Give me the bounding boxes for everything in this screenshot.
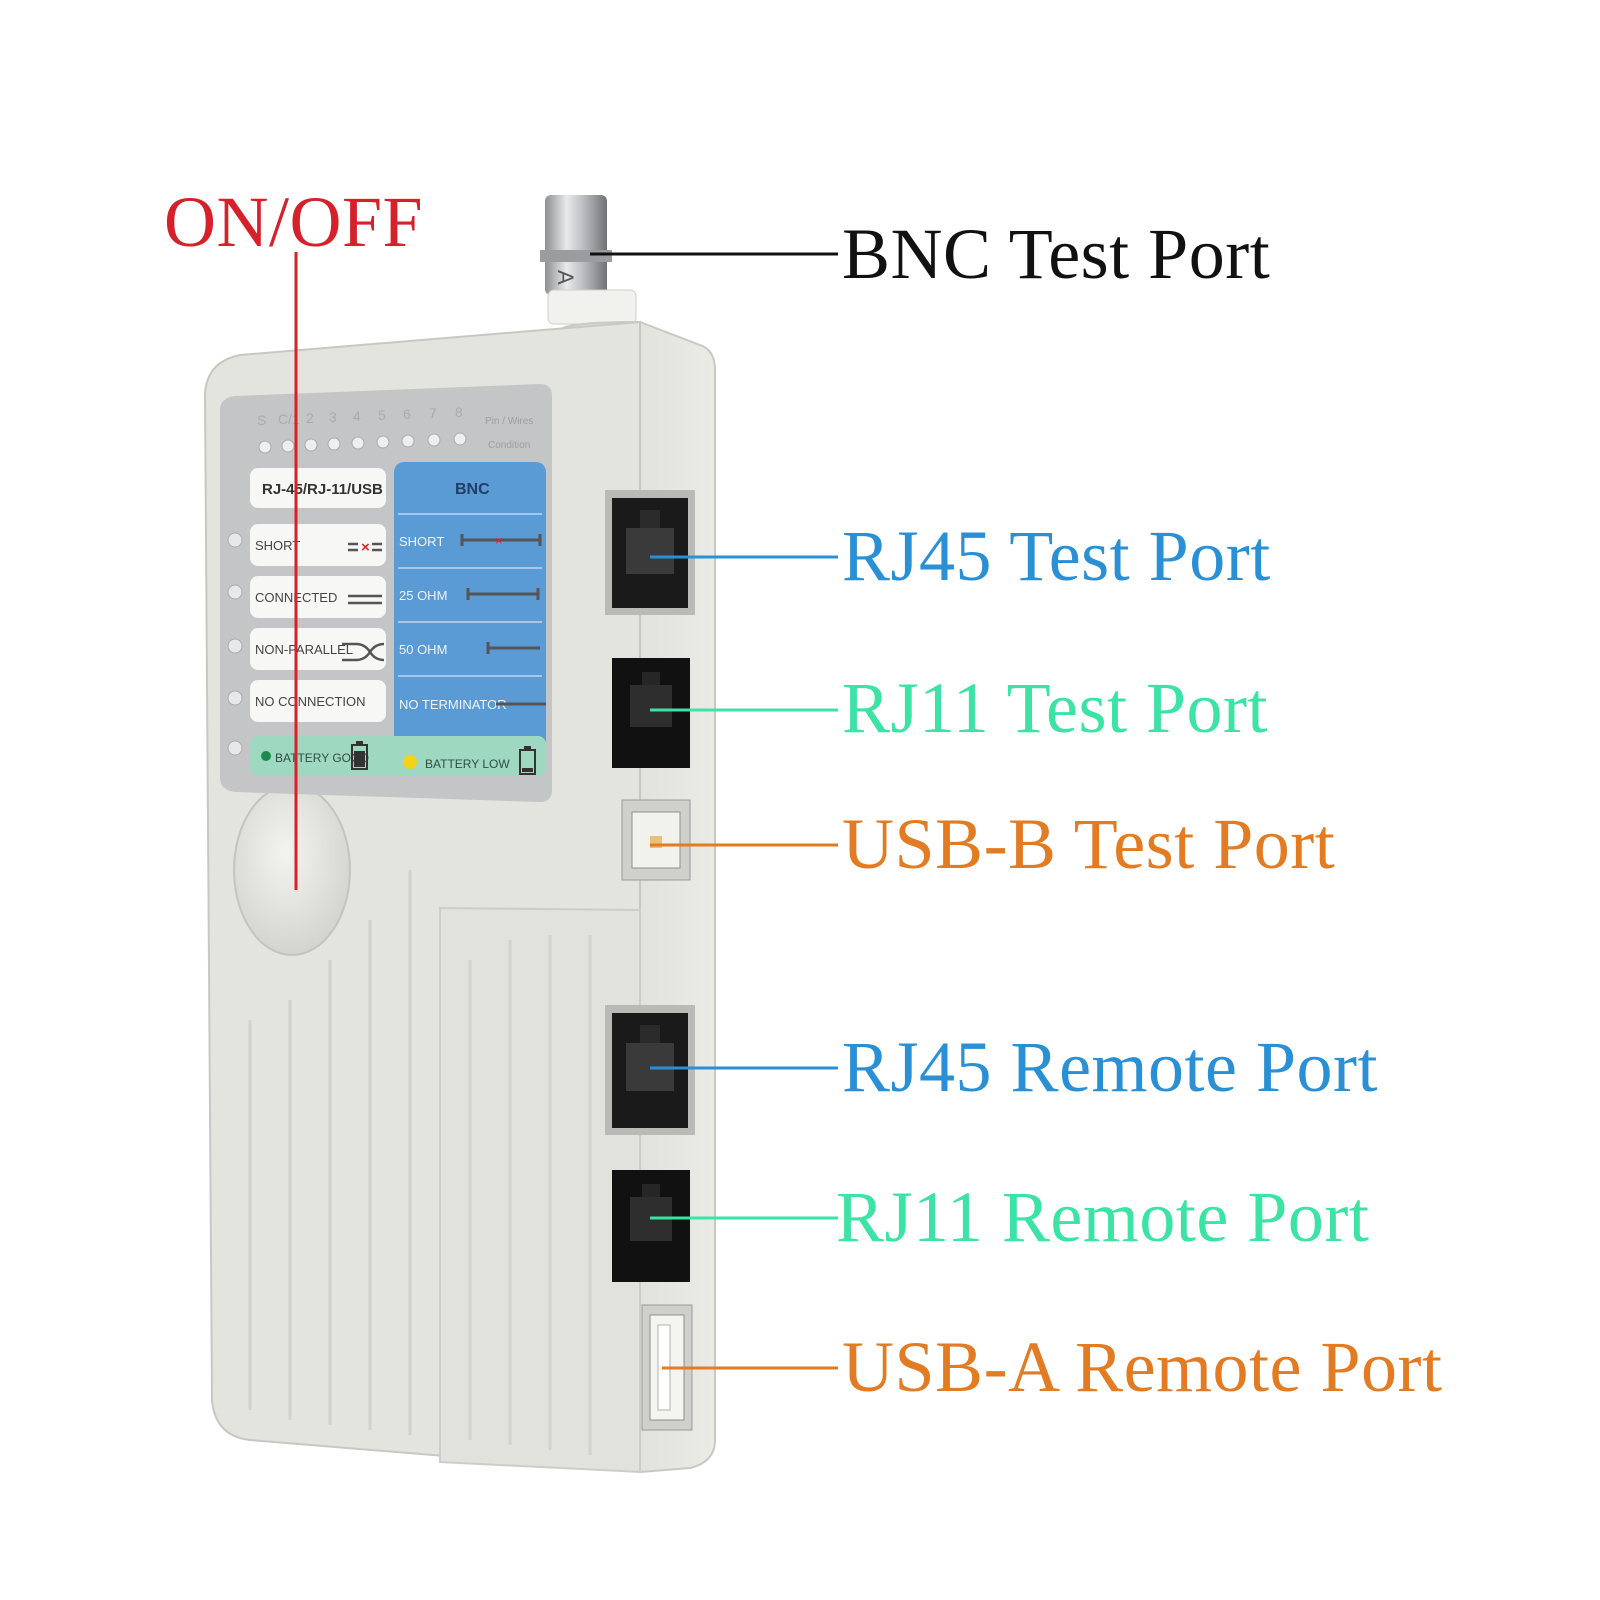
pin-caption: Pin / Wires [485, 416, 533, 427]
rj45-remote-port-label: RJ45 Remote Port [842, 1027, 1379, 1107]
svg-text:×: × [361, 539, 370, 556]
power-button-icon[interactable] [233, 784, 351, 956]
battery-good-label: BATTERY GOOD [275, 751, 369, 765]
pin-label: 6 [403, 406, 411, 422]
pin-label: S [257, 412, 266, 428]
rj11-remote-port-label: RJ11 Remote Port [836, 1177, 1370, 1257]
on-off-label: ON/OFF [164, 182, 424, 262]
pin-caption: Condition [488, 440, 530, 451]
right-row-label: 50 OHM [399, 642, 447, 657]
rj45-jack-icon[interactable] [605, 1005, 695, 1135]
pin-label: 5 [378, 407, 386, 423]
rj11-jack-icon[interactable] [612, 1170, 690, 1282]
rj45-jack-icon[interactable] [605, 490, 695, 615]
pin-label: 8 [455, 404, 463, 420]
rj11-test-port-label: RJ11 Test Port [842, 668, 1269, 748]
right-header: BNC [455, 481, 490, 498]
svg-text:A: A [553, 270, 578, 285]
usb-b-test-port-label: USB-B Test Port [842, 804, 1336, 884]
pin-label: 2 [306, 410, 314, 426]
bnc-connector-icon[interactable]: A [540, 195, 637, 325]
bnc-panel [394, 462, 546, 750]
pin-leds [258, 432, 467, 454]
pin-label: 4 [353, 408, 361, 424]
usb-a-remote-port-label: USB-A Remote Port [842, 1327, 1443, 1407]
left-row-label: SHORT [255, 538, 300, 553]
battery-bar [250, 736, 546, 776]
left-row-label: NON-PARALLEL [255, 642, 353, 657]
right-row-label: NO TERMINATOR [399, 697, 507, 712]
left-row-label: NO CONNECTION [255, 694, 366, 709]
pin-label: 3 [329, 409, 337, 425]
svg-text:×: × [495, 533, 503, 548]
grip-ribs [248, 870, 592, 1455]
rj11-jack-icon[interactable] [612, 658, 690, 768]
bnc-test-port-label: BNC Test Port [842, 214, 1271, 294]
battery-low-label: BATTERY LOW [425, 757, 510, 771]
usb-b-jack-icon[interactable] [621, 799, 691, 881]
rj45-test-port-label: RJ45 Test Port [842, 516, 1271, 596]
left-header: RJ-45/RJ-11/USB [262, 481, 383, 498]
right-row-label: 25 OHM [399, 588, 447, 603]
right-row-label: SHORT [399, 534, 444, 549]
pin-label: 7 [429, 405, 437, 421]
